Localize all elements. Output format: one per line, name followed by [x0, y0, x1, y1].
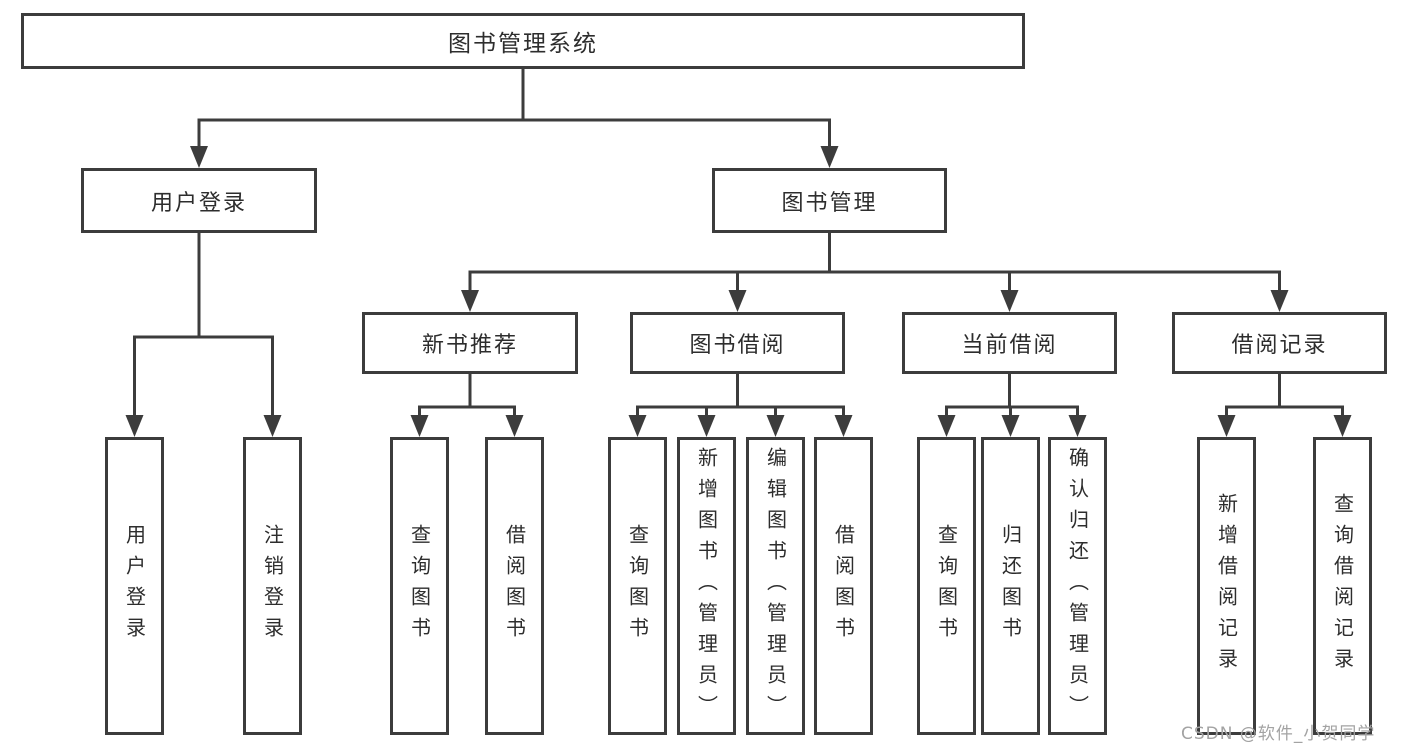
leaf-query-book-borrow: 查询图书	[608, 437, 667, 735]
leaf-return-book: 归还图书	[981, 437, 1040, 735]
connector-book-mgmt-to-level3	[461, 233, 1289, 312]
connector-borrow-record-children	[1217, 374, 1352, 437]
leaf-edit-book-admin: 编辑图书（管理员）	[746, 437, 805, 735]
connector-current-borrow-children	[937, 374, 1087, 437]
leaf-add-borrow-record: 新增借阅记录	[1197, 437, 1256, 735]
node-root-system: 图书管理系统	[21, 13, 1025, 69]
node-new-book-recommend: 新书推荐	[362, 312, 578, 374]
leaf-query-book-current: 查询图书	[917, 437, 976, 735]
connector-root-to-level2	[190, 69, 839, 168]
leaf-add-book-admin: 新增图书（管理员）	[677, 437, 736, 735]
leaf-user-login: 用户登录	[105, 437, 164, 735]
node-book-borrow: 图书借阅	[630, 312, 845, 374]
connector-new-book-rec-children	[410, 374, 524, 437]
leaf-query-book-rec: 查询图书	[390, 437, 449, 735]
leaf-query-borrow-record: 查询借阅记录	[1313, 437, 1372, 735]
node-borrow-record: 借阅记录	[1172, 312, 1387, 374]
csdn-watermark: CSDN @软件_小贺同学	[1181, 724, 1376, 744]
node-current-borrow: 当前借阅	[902, 312, 1117, 374]
node-book-management: 图书管理	[712, 168, 947, 233]
leaf-borrow-book-rec: 借阅图书	[485, 437, 544, 735]
connector-user-login-children	[125, 233, 282, 437]
leaf-logout: 注销登录	[243, 437, 302, 735]
leaf-borrow-book: 借阅图书	[814, 437, 873, 735]
node-user-login: 用户登录	[81, 168, 317, 233]
leaf-confirm-return-admin: 确认归还（管理员）	[1048, 437, 1107, 735]
connector-book-borrow-children	[628, 374, 853, 437]
